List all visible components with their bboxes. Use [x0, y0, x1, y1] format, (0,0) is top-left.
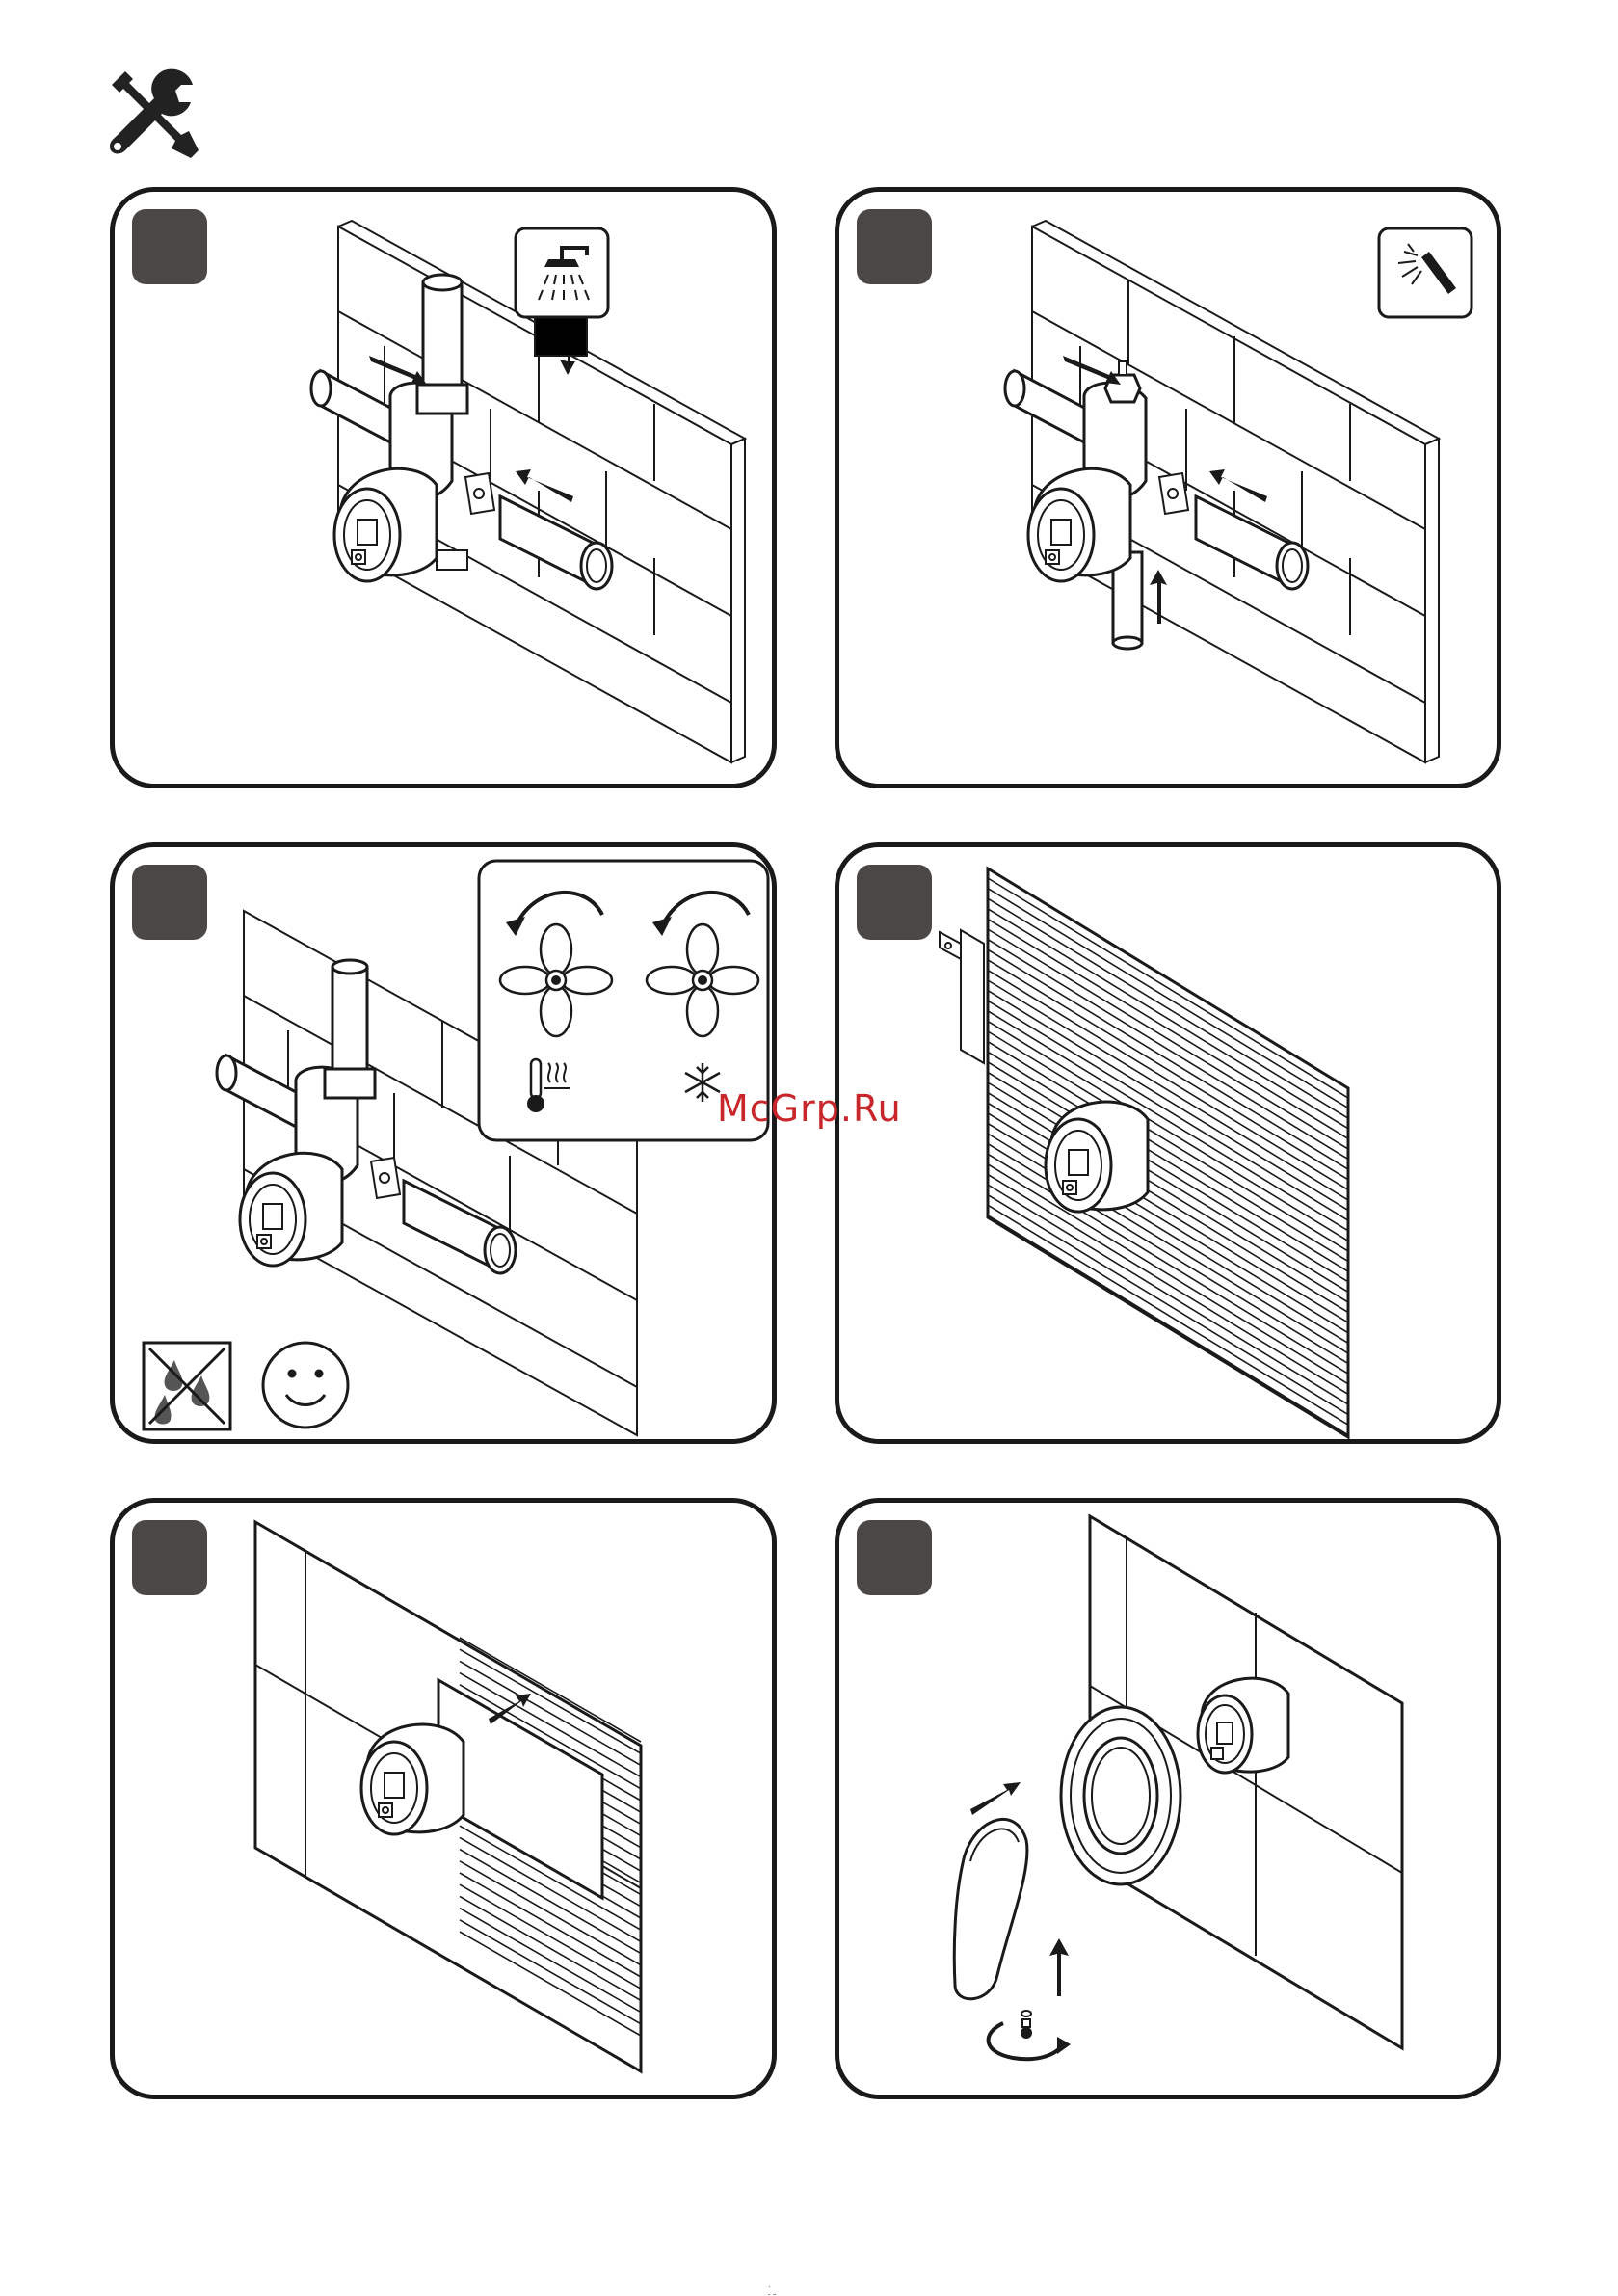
step-3-panel — [110, 842, 777, 1444]
screw-icon — [1021, 2011, 1032, 2039]
watermark: McGrp.Ru — [717, 1087, 902, 1130]
tools-icon — [104, 64, 200, 160]
footer-text: ̠̣́ ̱̠̤ — [761, 2286, 772, 2296]
valve-installation-illustration — [115, 192, 777, 788]
valve-pressure-test-illustration — [115, 847, 777, 1444]
step-5-panel — [110, 1498, 777, 2099]
hand-shower-icon — [1379, 228, 1472, 317]
handle-assembly-illustration — [839, 1503, 1501, 2099]
step-6-panel — [835, 1498, 1501, 2099]
tiling-illustration — [115, 1503, 777, 2099]
no-leak-icon — [144, 1343, 230, 1429]
shower-head-icon — [516, 228, 608, 317]
valve-installation-illustration — [839, 192, 1501, 788]
plaster-guard-illustration — [839, 847, 1501, 1444]
step-2-panel — [835, 187, 1501, 788]
step-1-panel — [110, 187, 777, 788]
step-4-panel — [835, 842, 1501, 1444]
smiley-face-icon — [263, 1343, 348, 1428]
